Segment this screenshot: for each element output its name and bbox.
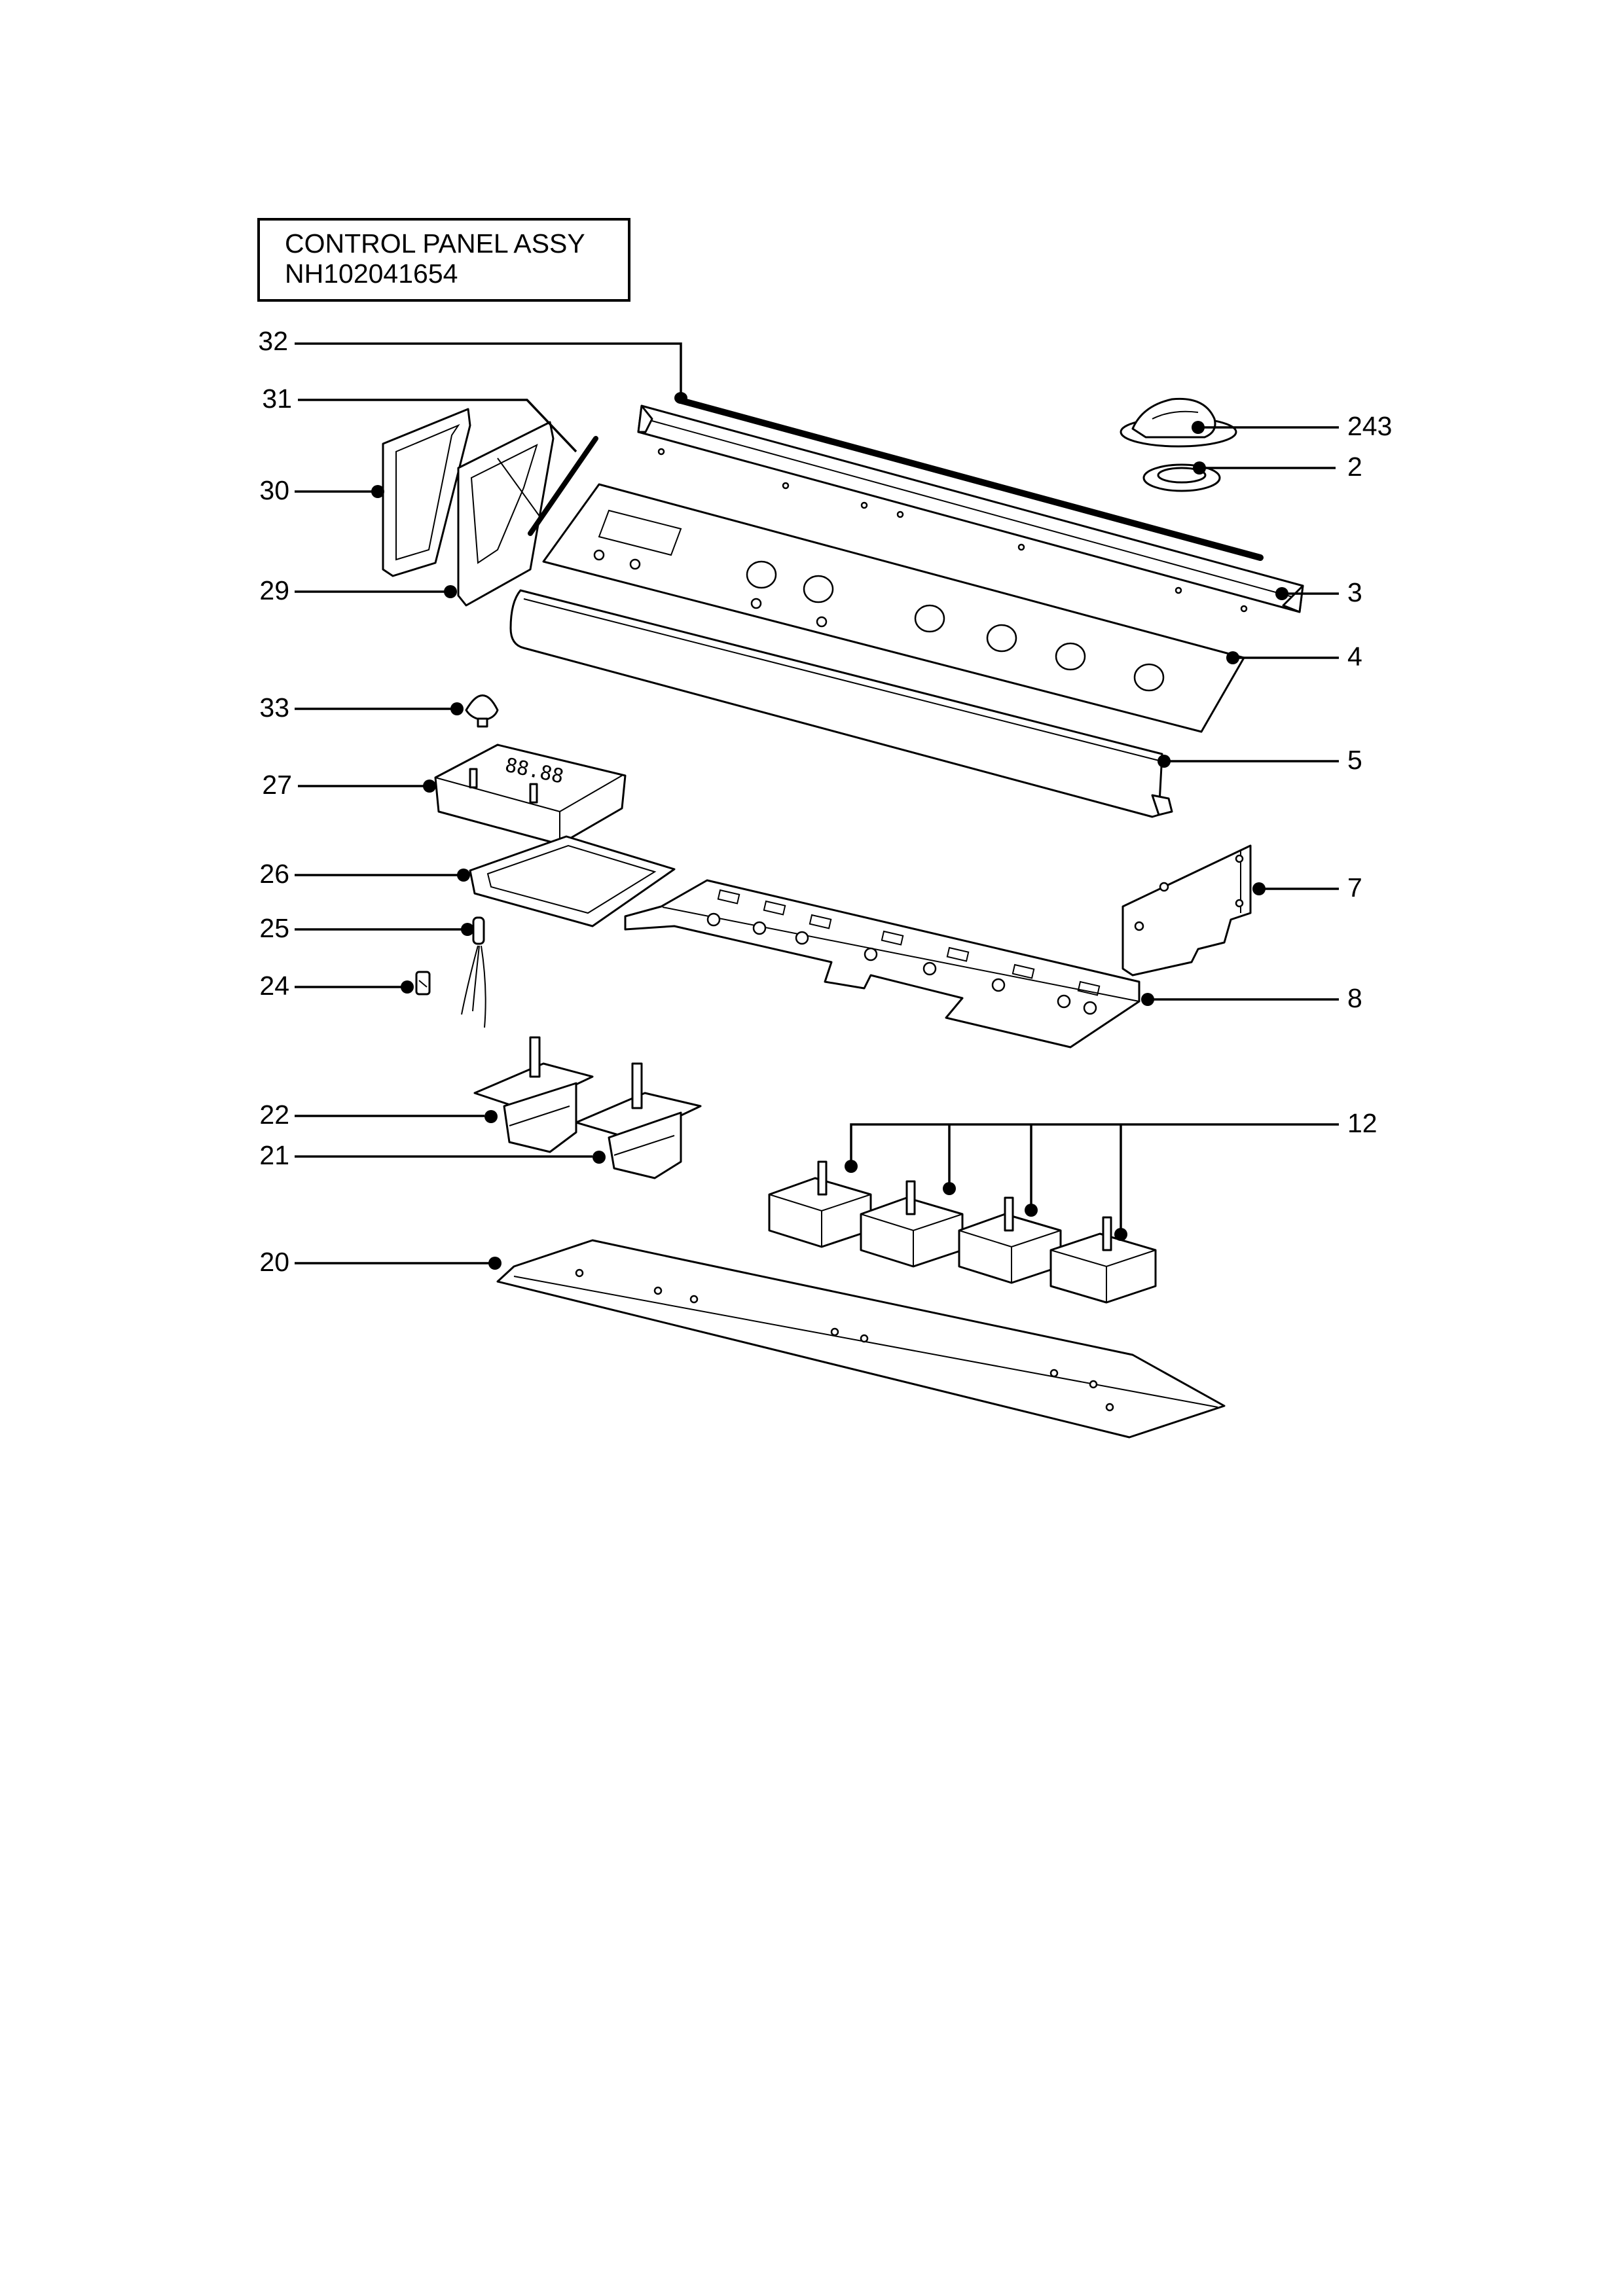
part-3-top-rail — [637, 404, 1304, 613]
part-20-bottom-rail — [496, 1239, 1226, 1439]
callout-24: 24 — [259, 971, 414, 1001]
callout-label-33: 33 — [259, 692, 289, 723]
callout-label-25: 25 — [259, 913, 289, 943]
part-21-switch — [575, 1062, 702, 1179]
callout-label-21: 21 — [259, 1140, 289, 1170]
callout-27: 27 — [262, 770, 436, 800]
callout-label-12: 12 — [1347, 1108, 1377, 1138]
callout-label-7: 7 — [1347, 872, 1362, 903]
callout-label-29: 29 — [259, 575, 289, 605]
callout-2: 2 — [1193, 452, 1362, 482]
part-24-connector — [415, 971, 431, 996]
callout-21: 21 — [259, 1140, 606, 1170]
assembly-title: CONTROL PANEL ASSY — [285, 228, 585, 259]
callout-label-4: 4 — [1347, 641, 1362, 672]
part-30-bracket — [382, 408, 471, 577]
callout-22: 22 — [259, 1100, 498, 1130]
part-26-circuit-board — [469, 835, 676, 927]
part-243-knob — [1120, 397, 1237, 448]
callout-label-3: 3 — [1347, 577, 1362, 607]
title-box: CONTROL PANEL ASSY NH102041654 — [257, 218, 630, 302]
callout-8: 8 — [1141, 983, 1362, 1013]
callout-label-30: 30 — [259, 475, 289, 505]
callout-label-2: 2 — [1347, 452, 1362, 482]
assembly-part-number: NH102041654 — [285, 259, 458, 289]
callout-label-5: 5 — [1347, 745, 1362, 775]
part-27-timer: 88.88 — [434, 744, 627, 846]
part-8-chassis-plate — [624, 879, 1140, 1049]
callout-label-8: 8 — [1347, 983, 1362, 1013]
callout-7: 7 — [1252, 872, 1362, 903]
callout-5: 5 — [1158, 745, 1362, 775]
callout-25: 25 — [259, 913, 474, 943]
callout-label-22: 22 — [259, 1100, 289, 1130]
part-33-cap — [465, 694, 499, 728]
callout-3: 3 — [1275, 577, 1362, 607]
callout-label-24: 24 — [259, 971, 289, 1001]
part-12-regulator-4 — [1049, 1216, 1157, 1304]
part-12-regulator-3 — [958, 1196, 1062, 1284]
callout-4: 4 — [1226, 641, 1362, 672]
callout-33: 33 — [259, 692, 464, 723]
callout-31: 31 — [262, 384, 577, 453]
callout-label-26: 26 — [259, 859, 289, 889]
callout-30: 30 — [259, 475, 384, 505]
callout-12: 12 — [845, 1108, 1377, 1241]
callout-26: 26 — [259, 859, 470, 889]
part-12-regulator-1 — [768, 1160, 872, 1248]
part-7-side-plate — [1122, 844, 1252, 977]
callout-label-27: 27 — [262, 770, 292, 800]
part-31-seal — [528, 436, 598, 536]
callout-label-32: 32 — [258, 326, 288, 356]
callout-label-31: 31 — [262, 384, 292, 414]
part-22-switch — [473, 1036, 594, 1153]
callout-20: 20 — [259, 1247, 501, 1277]
part-5-front-trim — [509, 589, 1173, 818]
callout-32: 32 — [258, 326, 687, 404]
callout-29: 29 — [259, 575, 457, 605]
part-4-control-panel — [542, 483, 1245, 733]
part-32-gasket — [678, 397, 1264, 561]
callout-label-20: 20 — [259, 1247, 289, 1277]
part-29-bracket — [457, 421, 555, 607]
callout-label-243: 243 — [1347, 411, 1392, 441]
callout-243: 243 — [1192, 411, 1392, 441]
